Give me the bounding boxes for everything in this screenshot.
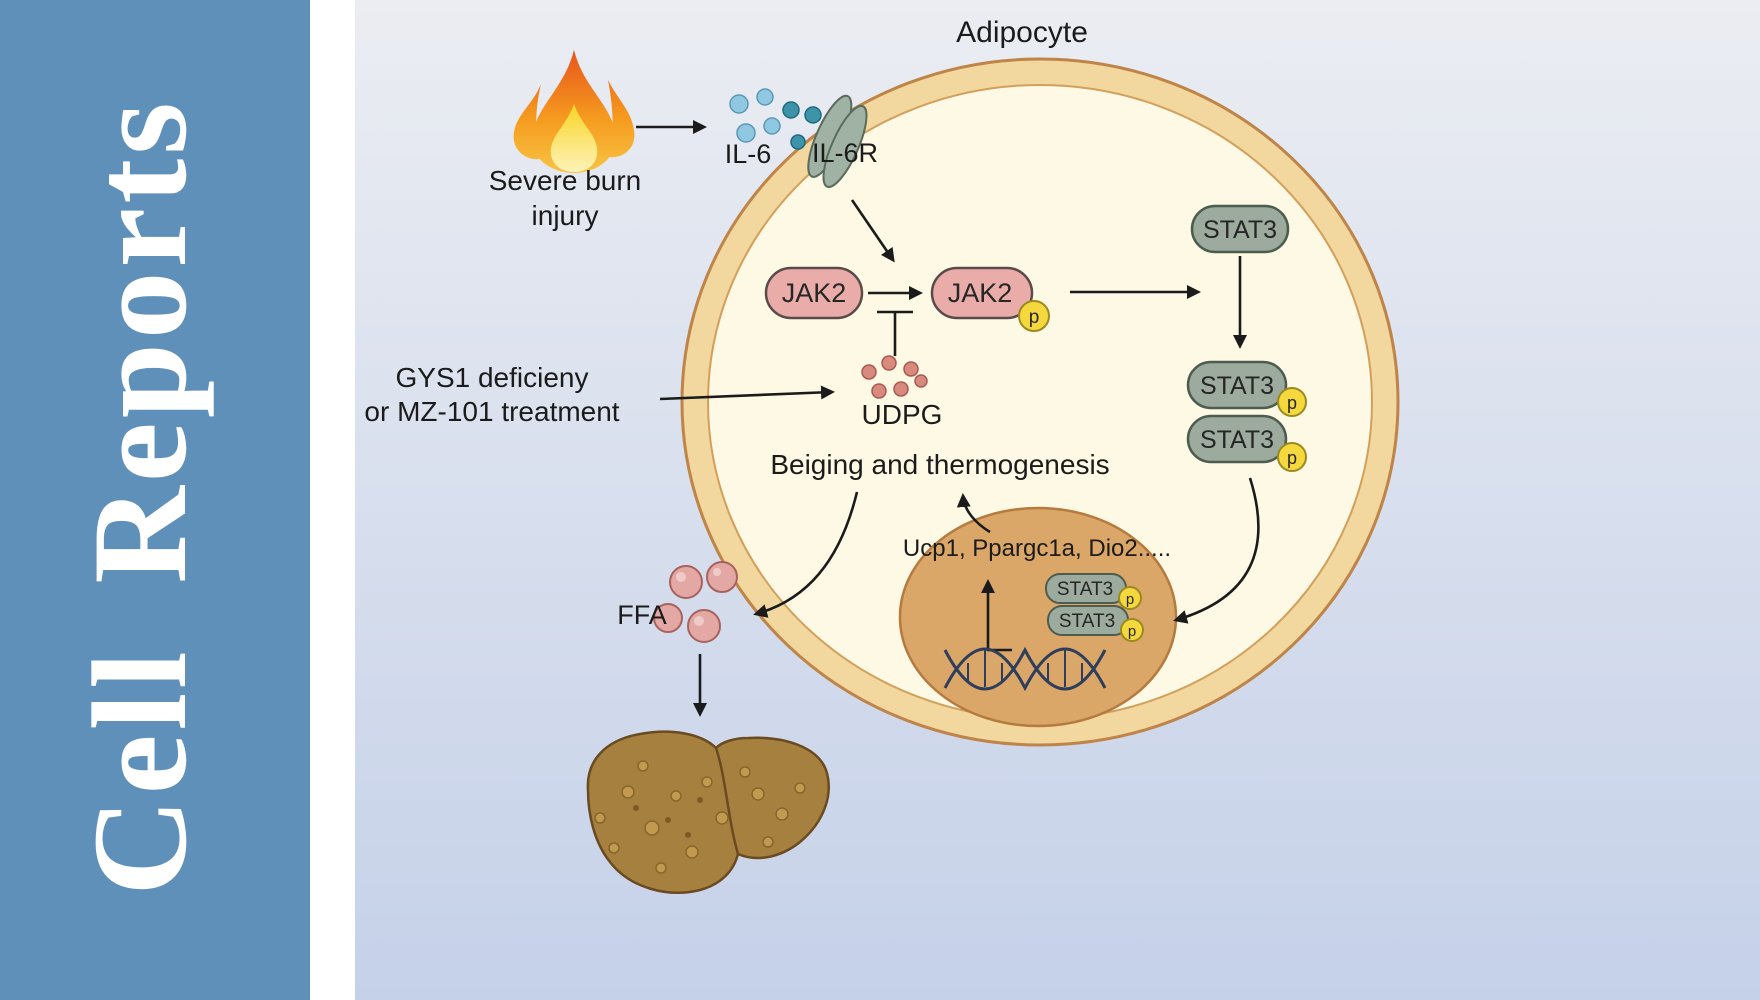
ffa-dot xyxy=(653,603,683,633)
liver-body xyxy=(586,730,830,894)
stat3-label: STAT3 xyxy=(1203,216,1277,244)
ffa-dot xyxy=(669,565,703,599)
target-genes-label: Ucp1, Ppargc1a, Dio2..... xyxy=(903,535,1171,562)
stat3-label: STAT3 xyxy=(1200,372,1274,400)
il6-molecules-icon xyxy=(729,88,822,150)
dna-helix-icon xyxy=(943,646,1107,692)
phospho-badge xyxy=(1120,618,1144,642)
liver-dark-spots xyxy=(633,797,703,838)
phospho-label: p xyxy=(1126,591,1134,608)
arrow-dimer-to-nucleus xyxy=(1173,477,1260,624)
intervention-label-line1: GYS1 deficieny xyxy=(396,362,589,393)
inhibition-tbar xyxy=(877,310,913,356)
arrow-intervention-to-udpg xyxy=(659,385,835,401)
stat3-label: STAT3 xyxy=(1200,426,1274,454)
journal-name: Cell Reports xyxy=(66,98,215,896)
udpg-label: UDPG xyxy=(862,399,943,430)
liver-icon xyxy=(586,730,830,894)
udpg-dot xyxy=(881,355,897,371)
stat3-box xyxy=(1186,360,1288,410)
ffa-molecules-icon xyxy=(653,561,738,643)
stat3-label: STAT3 xyxy=(1059,611,1115,632)
jak2-node: JAK2 xyxy=(764,266,864,320)
journal-sidebar xyxy=(0,0,310,1000)
udpg-dot xyxy=(914,374,928,388)
udpg-dot xyxy=(893,381,909,397)
intervention-label-line2: or MZ-101 treatment xyxy=(364,396,619,427)
liver-fissure xyxy=(714,747,740,855)
beiging-label: Beiging and thermogenesis xyxy=(770,449,1109,480)
il6r-label: IL-6R xyxy=(812,138,878,168)
udpg-dot xyxy=(861,364,877,380)
il6-receptor-icon xyxy=(807,94,868,188)
jak2-label: JAK2 xyxy=(782,278,847,308)
il6-dot xyxy=(790,134,806,150)
phospho-label: p xyxy=(1029,307,1040,328)
il6-dot xyxy=(763,117,781,135)
nuclear-stat3-dimer: STAT3 p STAT3 p xyxy=(1045,573,1144,642)
phospho-label: p xyxy=(1287,448,1297,468)
ffa-dot-highlight xyxy=(713,568,721,576)
stat3-phospho-dimer: STAT3 p STAT3 p xyxy=(1186,360,1307,472)
jak2-box xyxy=(764,266,864,320)
stat3-box xyxy=(1190,204,1290,254)
phospho-badge xyxy=(1277,442,1307,472)
arrow-receptor-to-jak2 xyxy=(850,199,895,263)
arrow-genes-to-beiging xyxy=(956,493,991,534)
phospho-badge xyxy=(1118,586,1142,610)
stat3-label: STAT3 xyxy=(1057,579,1113,600)
il6-dot xyxy=(729,94,749,114)
ffa-label: FFA xyxy=(617,600,667,630)
cell-title: Adipocyte xyxy=(956,16,1088,49)
stat3-node: STAT3 xyxy=(1190,204,1290,254)
ffa-dot xyxy=(706,561,738,593)
udpg-molecules-icon xyxy=(861,355,928,399)
liver-spots xyxy=(594,760,806,874)
udpg-dot xyxy=(871,383,887,399)
ffa-dot-highlight xyxy=(694,616,704,626)
il6-label: IL-6 xyxy=(725,139,772,169)
jak2-phospho-node: JAK2 p xyxy=(930,266,1050,332)
phospho-badge xyxy=(1018,300,1050,332)
jak2-box xyxy=(930,266,1034,320)
il6-dot xyxy=(782,101,800,119)
il6-dot xyxy=(804,106,822,124)
phospho-label: p xyxy=(1128,623,1136,640)
udpg-dot xyxy=(903,361,919,377)
ffa-dot xyxy=(687,609,721,643)
ffa-dot-highlight xyxy=(676,572,686,582)
burn-label-line1: Severe burn xyxy=(489,165,642,196)
il6-dot xyxy=(756,88,774,106)
stat3-box xyxy=(1186,414,1288,464)
burn-label-line2: injury xyxy=(532,200,599,231)
phospho-badge xyxy=(1277,387,1307,417)
arrow-beiging-to-ffa xyxy=(753,491,859,618)
phospho-label: p xyxy=(1287,393,1297,413)
jak2-label: JAK2 xyxy=(948,278,1013,308)
fire-icon xyxy=(513,50,635,173)
il6-dot xyxy=(736,123,756,143)
